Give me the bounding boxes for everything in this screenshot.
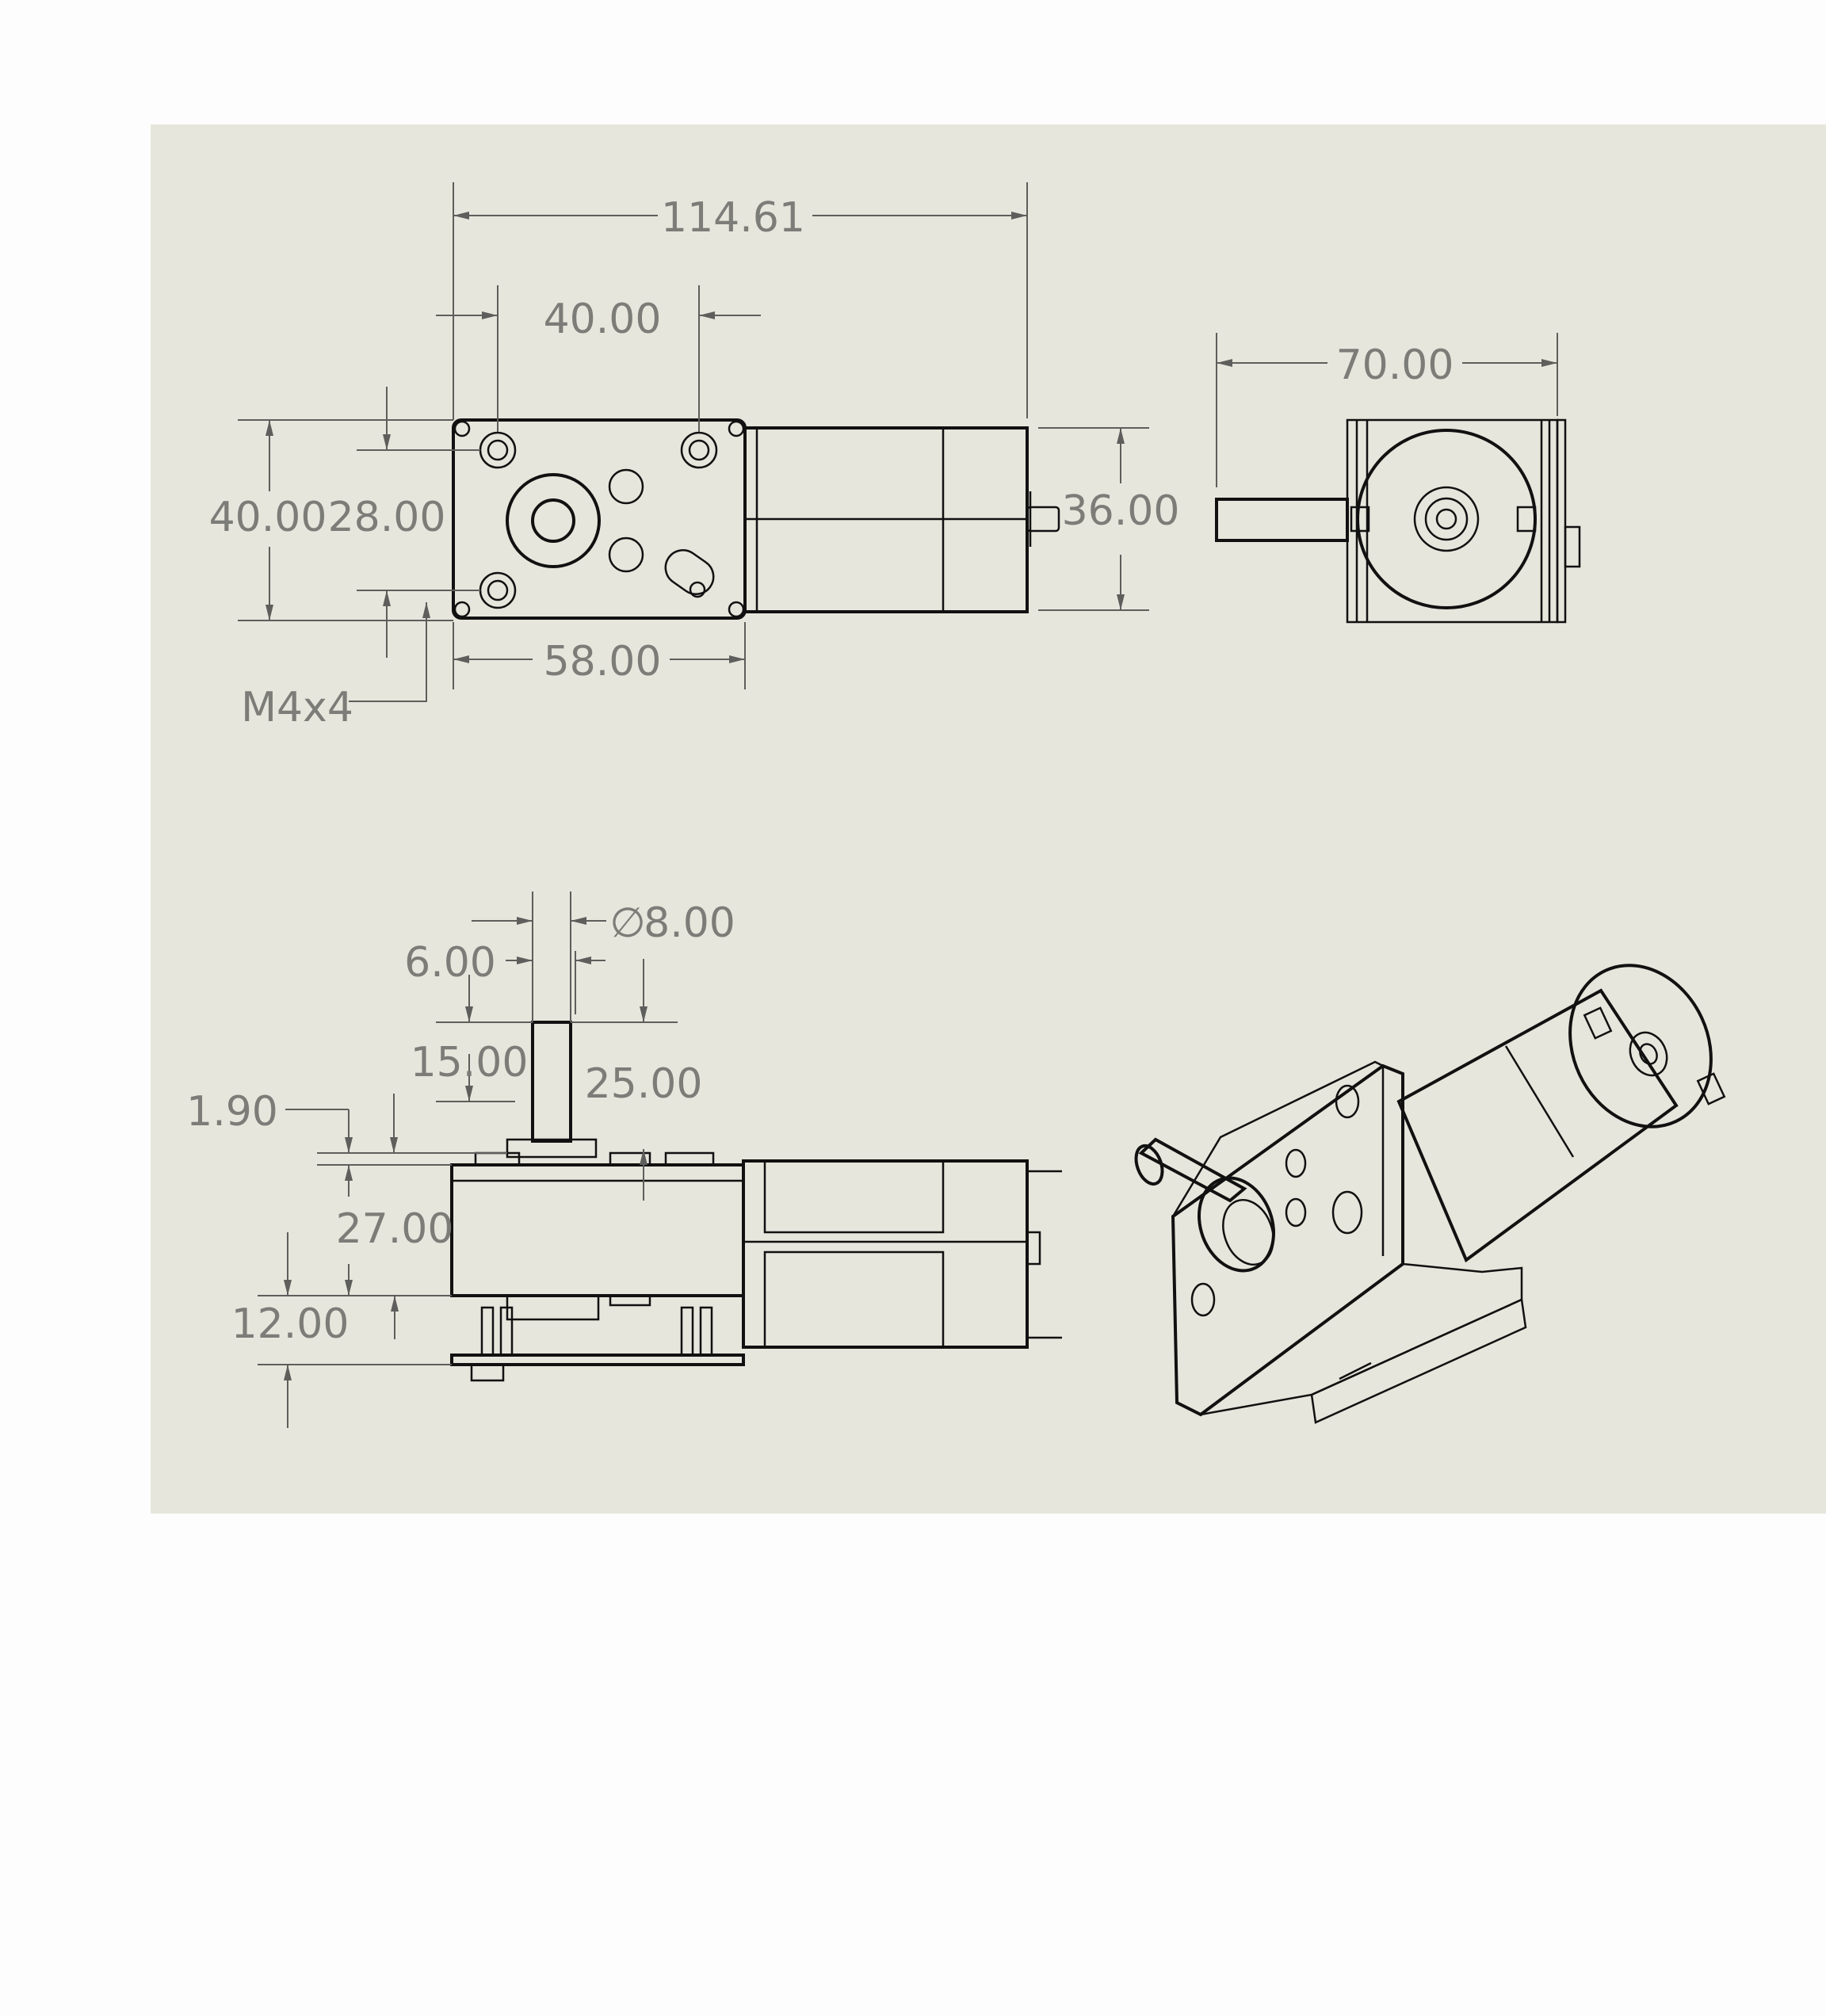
drawing-sheet bbox=[151, 124, 1826, 1514]
isometric-view bbox=[1134, 964, 1726, 1424]
motor-end bbox=[1356, 429, 1537, 609]
top-view: 114.61 40.00 40.00 28.00 36.00 58.00 bbox=[209, 182, 1180, 731]
motor-side bbox=[742, 1159, 1029, 1349]
dim-overall-width: 70.00 bbox=[1336, 342, 1454, 389]
thread-callout: M4x4 bbox=[241, 684, 353, 731]
iso-gearbox-front bbox=[1171, 1063, 1404, 1417]
dim-body-height: 40.00 bbox=[209, 494, 327, 541]
dim-shaft-diameter-symbol: ∅ bbox=[609, 899, 645, 947]
gearbox-body-side bbox=[450, 1163, 745, 1297]
mounting-hole bbox=[680, 431, 718, 469]
dim-body-thickness: 27.00 bbox=[336, 1205, 454, 1253]
mounting-hole bbox=[479, 431, 517, 469]
dim-overall-length: 114.61 bbox=[661, 194, 805, 242]
iso-shaft bbox=[1138, 1137, 1247, 1203]
dim-hole-spacing-y: 28.00 bbox=[328, 494, 446, 541]
dim-bracket-offset: 12.00 bbox=[231, 1300, 350, 1348]
dim-boss-height: 1.90 bbox=[186, 1088, 278, 1136]
side-view: ∅ 8.00 6.00 15.00 25.00 1.90 27.00 bbox=[186, 892, 1062, 1428]
bracket bbox=[1346, 418, 1559, 624]
output-boss bbox=[506, 473, 601, 568]
output-shaft bbox=[531, 1021, 572, 1143]
dim-shaft-height: 25.00 bbox=[585, 1060, 703, 1108]
iso-motor-end bbox=[1568, 964, 1713, 1128]
bracket-plate bbox=[450, 1354, 745, 1366]
dim-shaft-diameter: 8.00 bbox=[644, 899, 735, 947]
dim-body-width: 58.00 bbox=[544, 638, 662, 685]
mounting-hole bbox=[479, 571, 517, 609]
end-view: 70.00 bbox=[1215, 333, 1581, 624]
dim-motor-diameter: 36.00 bbox=[1062, 487, 1180, 535]
dim-hole-spacing-x: 40.00 bbox=[544, 296, 662, 343]
dim-shaft-flat: 6.00 bbox=[404, 939, 496, 987]
iso-motor-can bbox=[1396, 988, 1679, 1263]
dim-shaft-length: 15.00 bbox=[411, 1039, 529, 1086]
